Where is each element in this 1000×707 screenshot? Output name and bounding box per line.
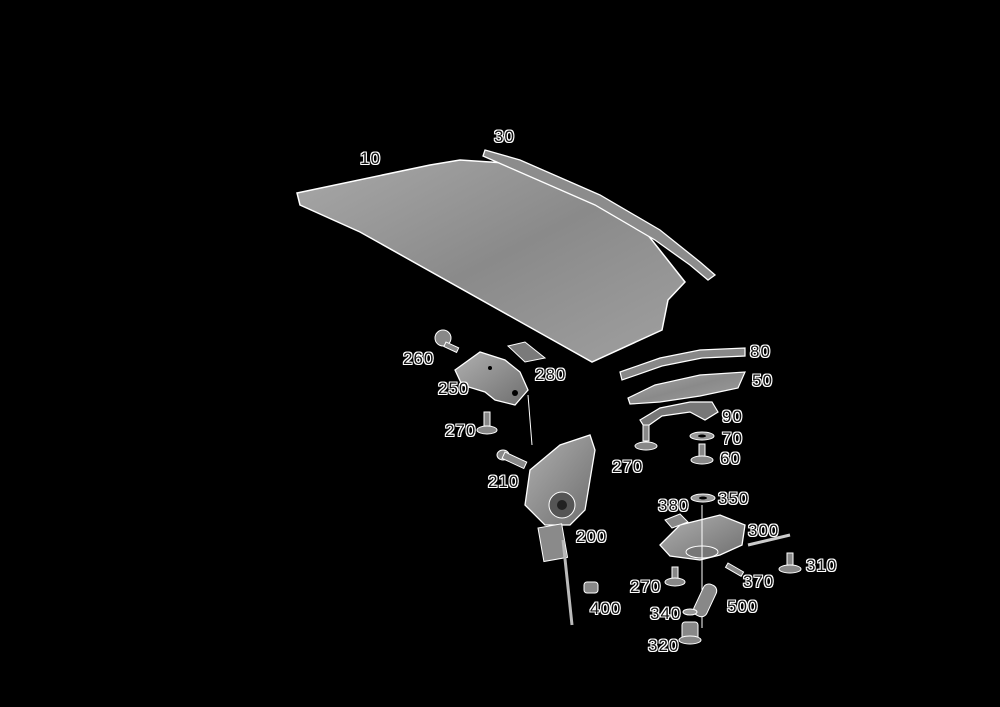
part-270-bolt-left <box>476 411 498 435</box>
part-260-bolt <box>434 329 460 354</box>
part-200-window-motor <box>524 434 596 626</box>
part-label-270c: 270 <box>630 577 662 596</box>
part-label-350: 350 <box>718 489 750 508</box>
part-label-340: 340 <box>650 604 682 623</box>
part-280-pad <box>506 341 547 363</box>
part-label-200: 200 <box>576 527 608 546</box>
part-label-30: 30 <box>494 127 515 146</box>
part-label-250: 250 <box>438 379 470 398</box>
part-370-pin <box>724 562 745 578</box>
part-250-bracket <box>454 351 529 406</box>
part-60-bolt <box>690 443 714 465</box>
part-label-320: 320 <box>648 636 680 655</box>
part-label-80: 80 <box>750 342 771 361</box>
part-label-270b: 270 <box>612 457 644 476</box>
part-210-bolt <box>496 449 528 470</box>
part-320-bushing <box>678 621 702 645</box>
part-label-210: 210 <box>488 472 520 491</box>
part-label-270a: 270 <box>445 421 477 440</box>
part-label-70: 70 <box>722 429 743 448</box>
part-label-260: 260 <box>403 349 435 368</box>
part-10-window-glass <box>296 159 686 363</box>
part-50-panel <box>627 371 746 405</box>
part-340-washer <box>682 608 698 616</box>
part-label-280: 280 <box>535 365 567 384</box>
part-500-spring <box>693 583 718 618</box>
part-80-guide-rail <box>619 347 746 381</box>
part-380-pad <box>664 513 689 529</box>
part-label-310: 310 <box>806 556 838 575</box>
part-label-60: 60 <box>720 449 741 468</box>
part-70-washer <box>689 431 715 441</box>
part-label-380: 380 <box>658 496 690 515</box>
part-270-bolt-lower <box>664 566 686 587</box>
part-label-50: 50 <box>752 371 773 390</box>
part-310-bolt <box>778 552 802 574</box>
part-30-seal-strip <box>482 149 717 281</box>
leader-line <box>527 394 533 446</box>
part-label-400: 400 <box>590 599 622 618</box>
part-label-300: 300 <box>748 521 780 540</box>
part-label-10: 10 <box>360 149 381 168</box>
part-90-bracket <box>639 401 719 429</box>
part-350-washer <box>690 493 716 503</box>
part-270-bolt-right <box>634 424 658 451</box>
part-label-370: 370 <box>743 572 775 591</box>
part-400-clip <box>583 581 599 594</box>
part-label-500: 500 <box>727 597 759 616</box>
part-label-90: 90 <box>722 407 743 426</box>
